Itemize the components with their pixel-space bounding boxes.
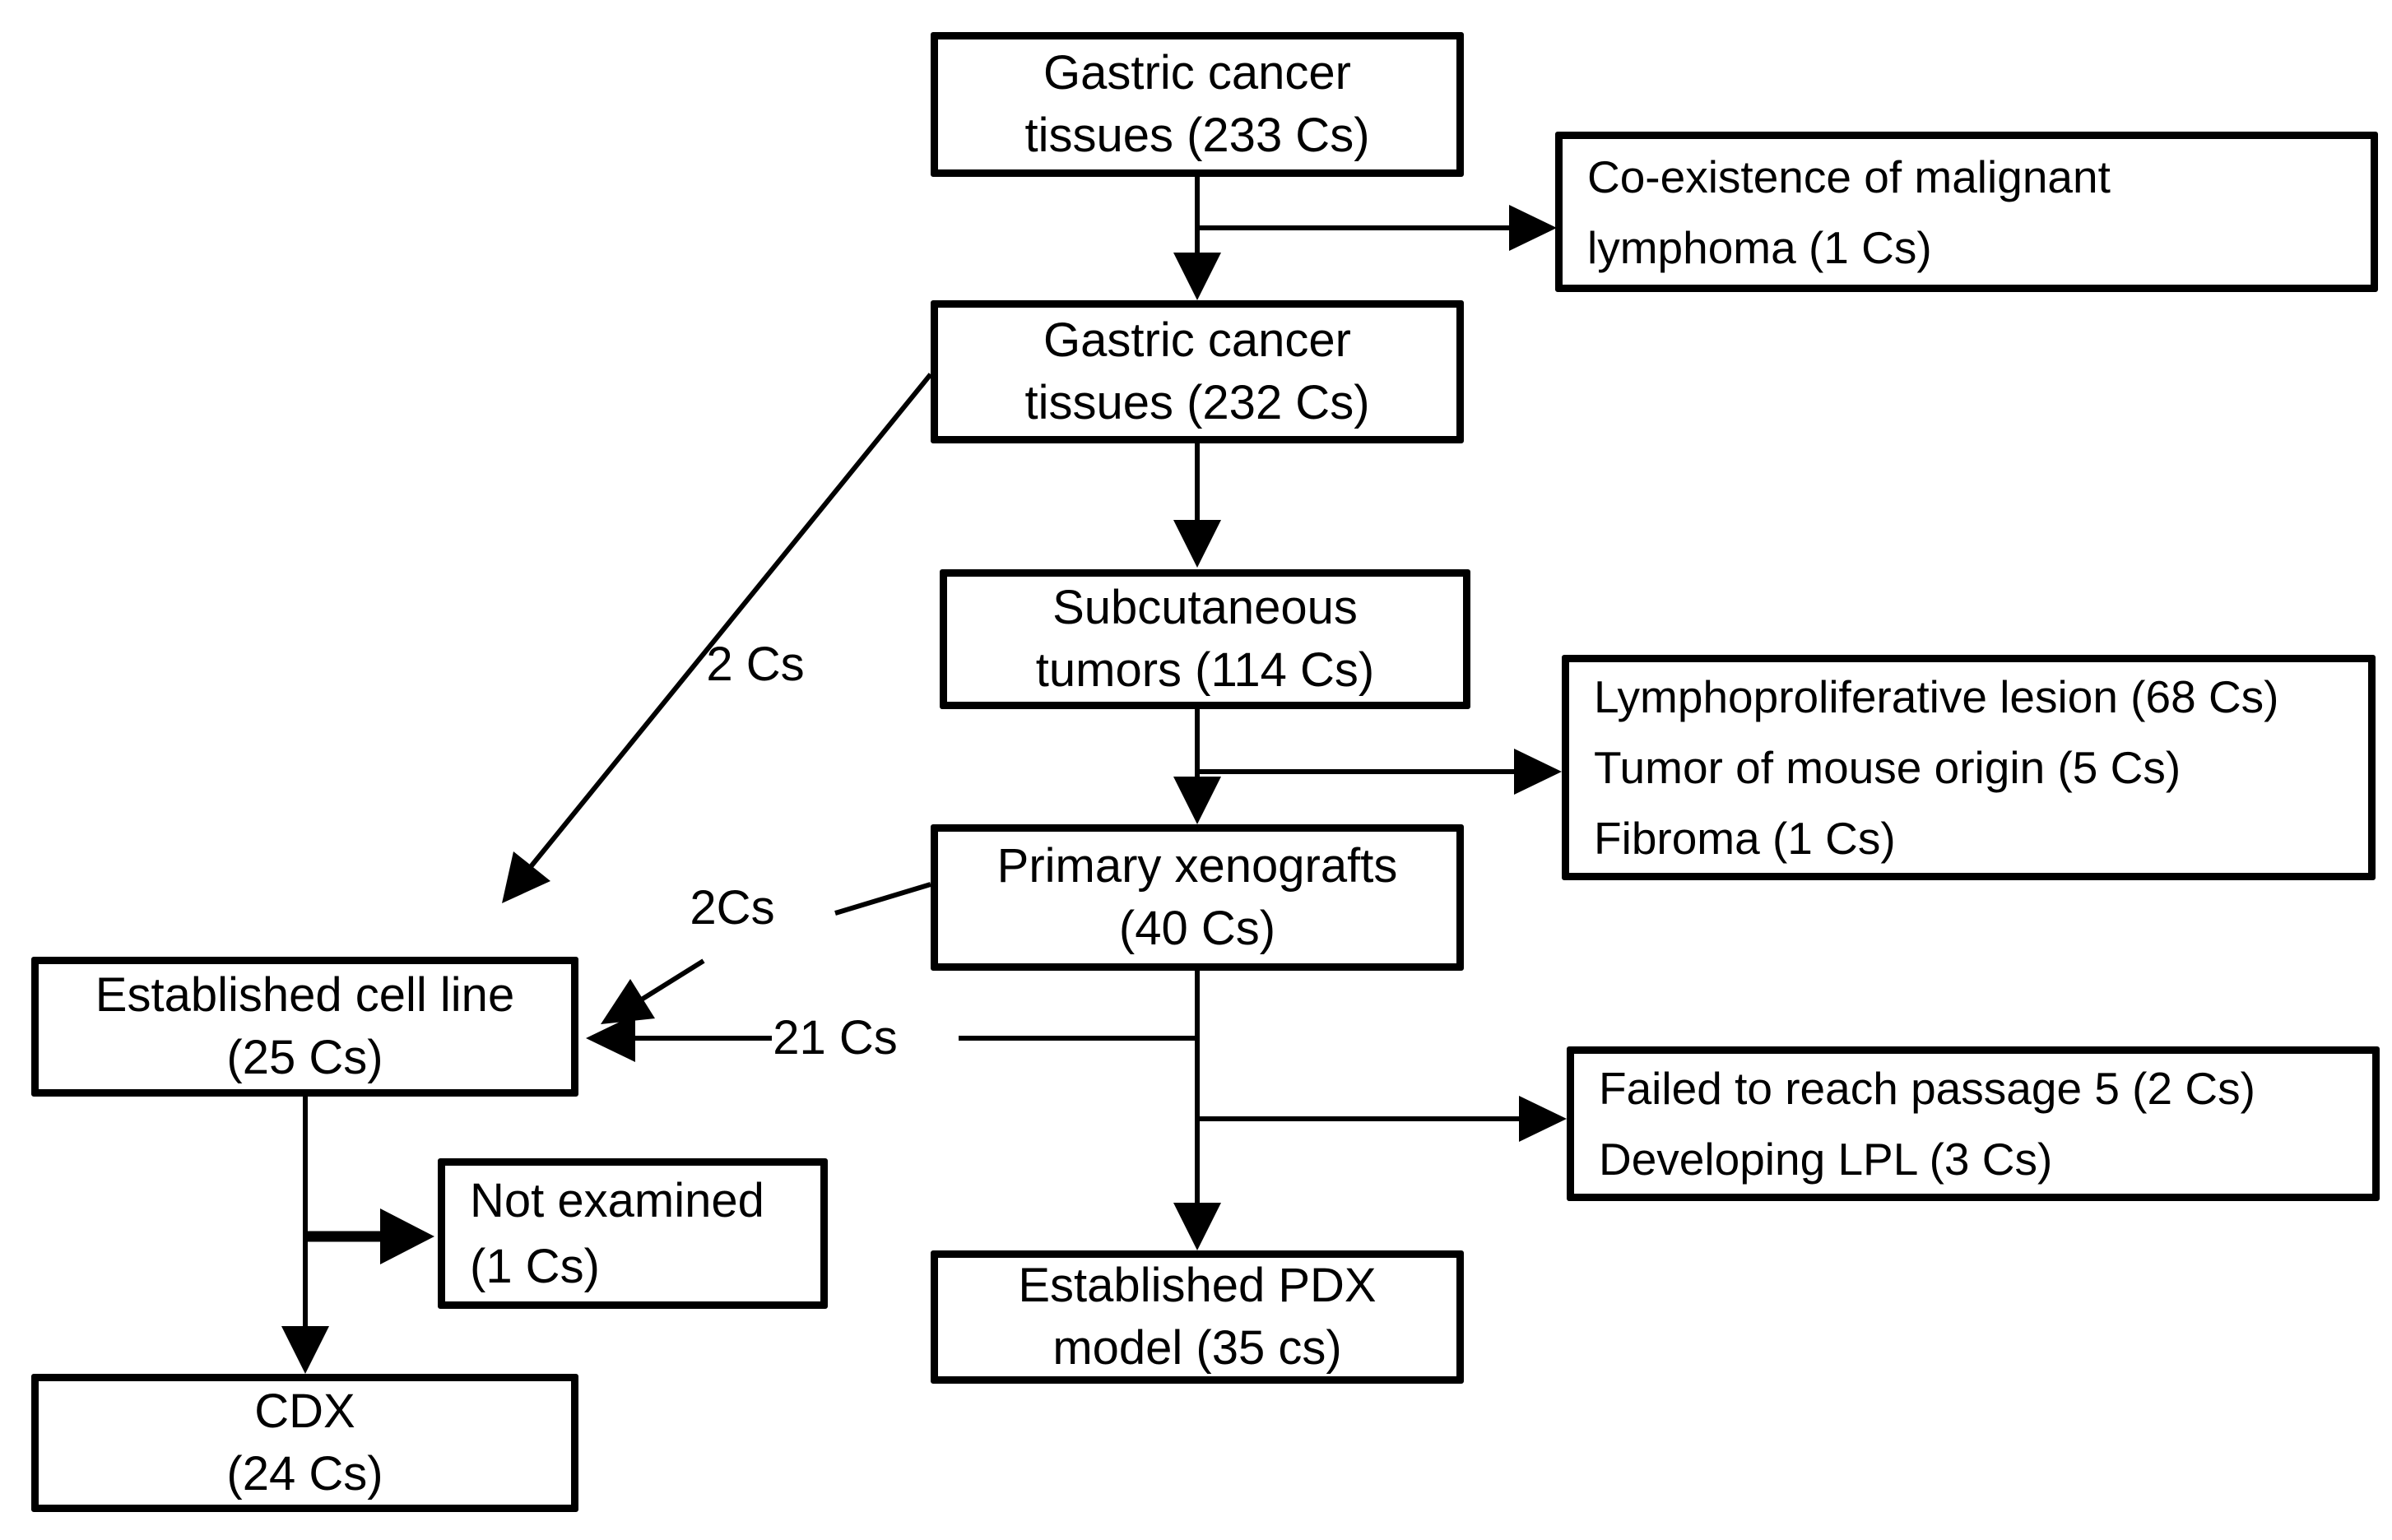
box-text-line: model (35 cs): [1052, 1321, 1342, 1375]
box-text-line: lymphoma (1 Cs): [1587, 221, 1932, 273]
arrow-cell-line-to-not-examined: [305, 1208, 434, 1264]
box-text-line: Gastric cancer: [1043, 46, 1351, 100]
arrow-subcutaneous-to-xenografts: [1173, 709, 1221, 824]
box-primary-xenografts: Primary xenografts (40 Cs): [931, 824, 1464, 971]
box-text-line: Not examined: [470, 1173, 764, 1227]
edge-label-2cs-tissues-to-cell-line: 2 Cs: [706, 638, 805, 691]
box-text-line: Established cell line: [95, 968, 515, 1022]
box-text-line: Co-existence of malignant: [1587, 151, 2111, 202]
box-text-line: Subcutaneous: [1052, 581, 1358, 634]
box-gastric-cancer-tissues-232: Gastric cancer tissues (232 Cs): [931, 300, 1464, 443]
box-text-line: Lymphoproliferative lesion (68 Cs): [1594, 671, 2279, 722]
box-not-examined: Not examined (1 Cs): [438, 1158, 828, 1309]
box-text-line: tissues (232 Cs): [1024, 376, 1370, 429]
box-text-line: Fibroma (1 Cs): [1594, 813, 1896, 864]
arrow-pdx-path-to-cell-line: [586, 1014, 1197, 1062]
edge-label-2cs-xenografts-to-cell-line: 2Cs: [690, 881, 775, 935]
box-text-line: (1 Cs): [470, 1239, 600, 1293]
box-text-line: CDX: [254, 1385, 355, 1438]
arrow-tissues233-to-coexistence: [1197, 205, 1557, 251]
box-failed-passage: Failed to reach passage 5 (2 Cs) Develop…: [1567, 1046, 2380, 1201]
arrow-subcutaneous-to-lesions: [1197, 749, 1562, 795]
box-text-line: (25 Cs): [226, 1031, 383, 1084]
arrow-tissues233-to-tissues232: [1173, 177, 1221, 300]
box-text-line: Failed to reach passage 5 (2 Cs): [1599, 1063, 2255, 1114]
box-text-line: Tumor of mouse origin (5 Cs): [1594, 742, 2181, 793]
box-text-line: tissues (233 Cs): [1024, 109, 1370, 162]
box-text-line: tumors (114 Cs): [1035, 643, 1375, 697]
arrow-xenografts-to-cell-line: [601, 882, 931, 1024]
arrow-xenografts-to-pdx: [1173, 971, 1221, 1250]
box-text-line: Established PDX: [1018, 1259, 1377, 1312]
box-gastric-cancer-tissues-233: Gastric cancer tissues (233 Cs): [931, 32, 1464, 177]
box-established-pdx-model: Established PDX model (35 cs): [931, 1250, 1464, 1384]
box-text-line: Primary xenografts: [996, 839, 1398, 893]
arrow-tissues232-to-subcutaneous: [1173, 443, 1221, 568]
box-lymphoproliferative-lesions: Lymphoproliferative lesion (68 Cs) Tumor…: [1562, 655, 2376, 880]
box-coexistence-lymphoma: Co-existence of malignant lymphoma (1 Cs…: [1555, 132, 2378, 292]
arrow-tissues232-to-cell-line: [502, 373, 933, 903]
box-text-line: (40 Cs): [1118, 902, 1276, 955]
box-text-line: (24 Cs): [226, 1447, 383, 1501]
box-established-cell-line: Established cell line (25 Cs): [31, 957, 578, 1097]
box-text-line: Gastric cancer: [1043, 313, 1351, 367]
edge-label-21cs-pdx-path-to-cell-line: 21 Cs: [773, 1011, 898, 1065]
box-cdx: CDX (24 Cs): [31, 1374, 578, 1512]
box-subcutaneous-tumors: Subcutaneous tumors (114 Cs): [940, 569, 1470, 709]
box-text-line: Developing LPL (3 Cs): [1599, 1134, 2053, 1185]
arrow-xenografts-to-failed: [1197, 1096, 1567, 1142]
arrow-cell-line-to-cdx: [281, 1097, 329, 1374]
